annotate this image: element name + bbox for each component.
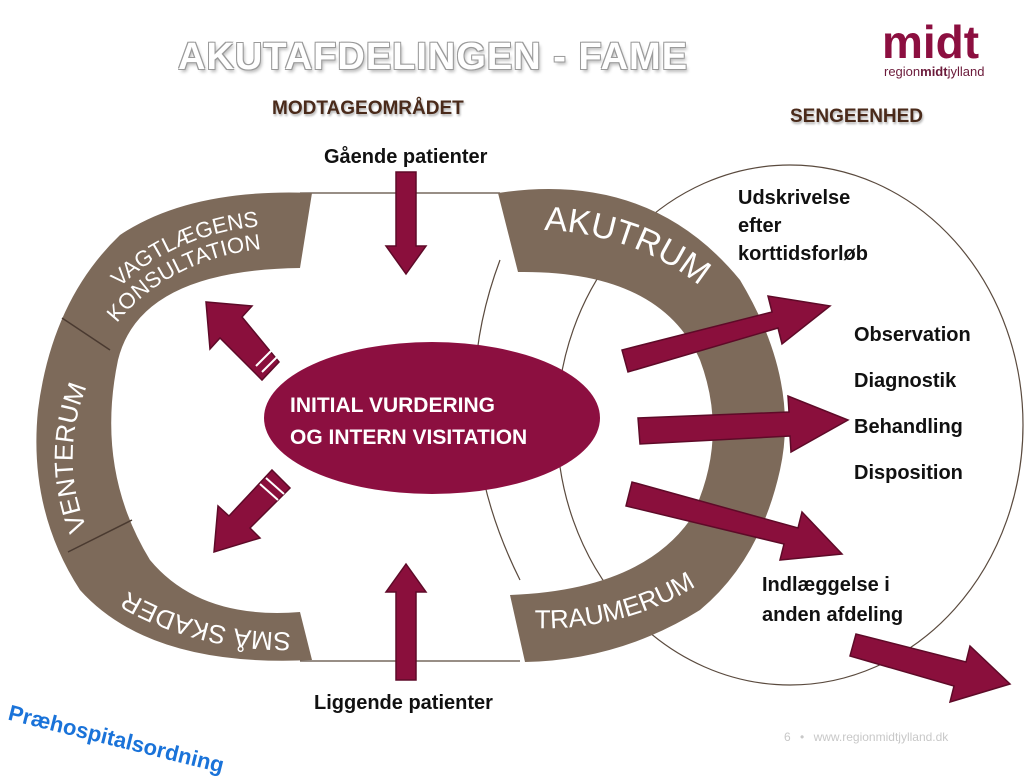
arrow-stripe-a xyxy=(255,349,273,367)
center-ellipse xyxy=(264,342,600,494)
footer: 6 • www.regionmidtjylland.dk xyxy=(784,730,949,744)
section-sengeenhed: SENGEENHED xyxy=(790,106,924,127)
slide-title: AKUTAFDELINGEN - FAME xyxy=(178,36,689,78)
arrow-indlaeggelse xyxy=(625,481,844,561)
right-ring-segment xyxy=(498,189,785,662)
label-indlaeggelse: Indlæggelse i anden afdeling xyxy=(762,574,904,626)
center-text: INITIAL VURDERING OG INTERN VISITATION xyxy=(268,390,598,454)
label-udskrivelse: Udskrivelse efter korttidsforløb xyxy=(738,187,868,265)
footer-url[interactable]: www.regionmidtjylland.dk xyxy=(813,730,949,744)
arrow-to-konsultation xyxy=(205,301,280,382)
label-liggende-patienter: Liggende patienter xyxy=(314,692,493,714)
list-item: Disposition xyxy=(854,462,963,484)
svg-text:midt: midt xyxy=(882,16,979,68)
arrow-anden-afdeling xyxy=(849,633,1012,704)
list-item: Diagnostik xyxy=(854,370,957,392)
arrow-stripe-d xyxy=(259,483,279,501)
page-number: 6 xyxy=(784,730,791,744)
arrow-liggende-up xyxy=(384,562,428,681)
list-item: Behandling xyxy=(854,416,963,438)
arrow-to-venterum xyxy=(213,468,292,554)
logo-subtitle: regionmidtjylland xyxy=(884,64,985,79)
ring-separator-2 xyxy=(67,519,133,553)
section-modtageomraadet: MODTAGEOMRÅDET xyxy=(272,98,464,119)
arrow-udskrivelse xyxy=(621,295,832,373)
center-text-line2: OG INTERN VISITATION xyxy=(290,426,528,449)
sengeenhed-list: Observation Diagnostik Behandling Dispos… xyxy=(854,312,971,496)
list-item: Observation xyxy=(854,324,971,346)
arrow-gaaende-down xyxy=(384,171,428,276)
arrow-stripe-b xyxy=(261,355,279,373)
label-gaaende-patienter: Gående patienter xyxy=(324,146,488,168)
ring-separator-1 xyxy=(61,317,111,351)
arrow-behandling xyxy=(637,394,850,454)
center-text-line1: INITIAL VURDERING xyxy=(290,394,495,417)
region-midt-logo: midt xyxy=(882,16,979,68)
arrow-stripe-c xyxy=(265,477,285,495)
left-ring-segment xyxy=(36,192,313,661)
